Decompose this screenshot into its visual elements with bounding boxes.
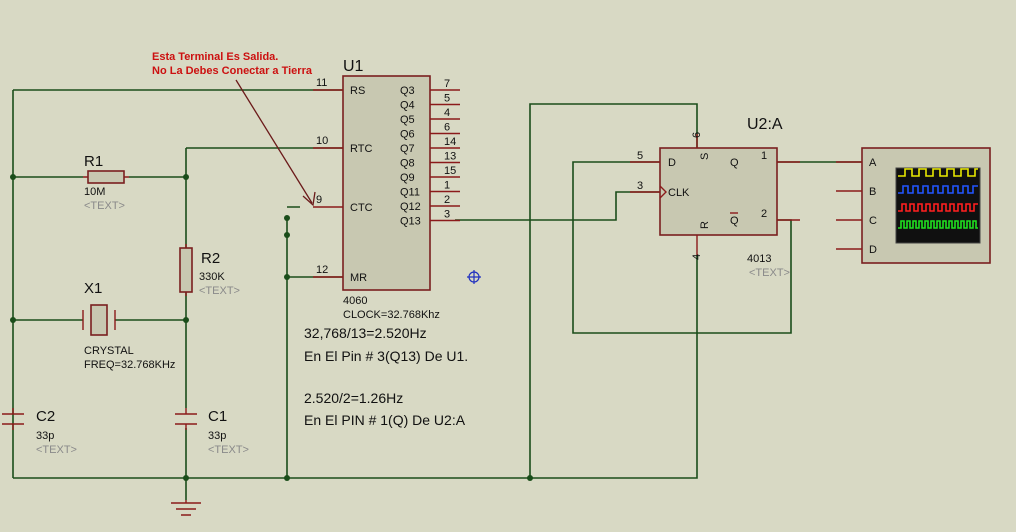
- r2-ref: R2: [201, 250, 220, 267]
- calc-notes: 32,768/13=2.520Hz En El Pin # 3(Q13) De …: [304, 325, 468, 428]
- c2-text: <TEXT>: [36, 444, 77, 456]
- u2-pin-d-num: 5: [637, 150, 643, 162]
- u2-part: 4013: [747, 253, 771, 265]
- r1-value: 10M: [84, 186, 105, 198]
- wire-mr: [286, 206, 343, 478]
- ground-symbol[interactable]: [171, 500, 201, 516]
- u1-pin-label: Q7: [400, 143, 415, 155]
- u1-pin-number: 4: [444, 107, 450, 119]
- u1-pin-label: Q5: [400, 114, 415, 126]
- u1-clock: CLOCK=32.768Khz: [343, 309, 440, 321]
- u1-pin-number: 12: [316, 264, 328, 276]
- u1-pin-number: 14: [444, 136, 456, 148]
- c2-value: 33p: [36, 430, 54, 442]
- u2-pin-clk: CLK: [668, 187, 690, 199]
- scope-ch-c: C: [869, 215, 877, 227]
- resistor-r2[interactable]: R2 330K <TEXT>: [179, 244, 240, 297]
- c2-ref: C2: [36, 408, 55, 425]
- annotation-line1: Esta Terminal Es Salida.: [152, 51, 278, 63]
- u1-pin-number: 2: [444, 194, 450, 206]
- u1-pin-number: 7: [444, 78, 450, 90]
- u2-pin-q-num: 1: [761, 150, 767, 162]
- annotation-line2: No La Debes Conectar a Tierra: [152, 65, 313, 77]
- u1-pin-label: Q11: [400, 187, 420, 199]
- ic-u2a[interactable]: U2:A 4013 <TEXT> D CLK Q Q S R 5 3 6 4 1…: [630, 116, 800, 279]
- scope-ch-b: B: [869, 186, 876, 198]
- u1-pin-label: Q8: [400, 158, 415, 170]
- u2-text: <TEXT>: [749, 267, 790, 279]
- scope-ch-a: A: [869, 157, 877, 169]
- u2-ref: U2:A: [747, 116, 783, 133]
- u1-pin-number: 11: [316, 77, 327, 89]
- u2-pin-d: D: [668, 157, 676, 169]
- u2-pin-r-num: 4: [691, 254, 703, 260]
- u2-pin-s-num: 6: [691, 132, 703, 138]
- x1-type: CRYSTAL: [84, 345, 134, 357]
- r1-text: <TEXT>: [84, 200, 125, 212]
- annotation-arrow: [235, 79, 313, 204]
- annotation-arrowhead: [302, 191, 316, 207]
- c1-value: 33p: [208, 430, 226, 442]
- wire-set: [529, 103, 698, 478]
- ic-u1[interactable]: U1 4060 CLOCK=32.768Khz 11RS10RTC9CTC12M…: [313, 58, 460, 321]
- u2-pin-qn-num: 2: [761, 208, 767, 220]
- r2-text: <TEXT>: [199, 285, 240, 297]
- u2-pin-q: Q: [730, 157, 739, 169]
- u1-pin-label: Q12: [400, 201, 421, 213]
- u1-pin-number: 13: [444, 151, 456, 163]
- u2-pin-s: S: [699, 153, 711, 160]
- annotation: Esta Terminal Es Salida. No La Debes Con…: [152, 51, 316, 207]
- u1-pin-label: Q9: [400, 172, 415, 184]
- u1-ref: U1: [343, 58, 364, 75]
- u1-part: 4060: [343, 295, 367, 307]
- crystal-x1[interactable]: X1 CRYSTAL FREQ=32.768KHz: [82, 280, 175, 371]
- c1-text: <TEXT>: [208, 444, 249, 456]
- r2-value: 330K: [199, 271, 225, 283]
- scope-ch-d: D: [869, 244, 877, 256]
- u1-pin-number: 9: [316, 194, 322, 206]
- x1-ref: X1: [84, 280, 102, 297]
- scope-trace: [898, 220, 978, 229]
- note-line1: 32,768/13=2.520Hz: [304, 325, 427, 341]
- r1-ref: R1: [84, 153, 103, 170]
- u1-pin-label: MR: [350, 272, 367, 284]
- scope-trace: [898, 168, 978, 177]
- note-line2: En El Pin # 3(Q13) De U1.: [304, 348, 468, 364]
- u1-pin-number: 3: [444, 209, 450, 221]
- u1-pin-number: 6: [444, 122, 450, 134]
- x1-freq: FREQ=32.768KHz: [84, 359, 175, 371]
- u1-pin-number: 15: [444, 165, 456, 177]
- crosshair-icon: [467, 270, 481, 284]
- capacitor-c2[interactable]: C2 33p <TEXT>: [2, 408, 77, 456]
- c1-ref: C1: [208, 408, 227, 425]
- u1-pin-label: Q4: [400, 100, 415, 112]
- u2-pin-qn: Q: [730, 215, 739, 227]
- resistor-r1[interactable]: R1 10M <TEXT>: [83, 153, 129, 212]
- u1-pin-number: 5: [444, 93, 450, 105]
- note-line3: 2.520/2=1.26Hz: [304, 390, 403, 406]
- u1-pin-label: RTC: [350, 143, 372, 155]
- u1-pin-number: 1: [444, 180, 450, 192]
- u1-pin-label: RS: [350, 85, 365, 97]
- wire-q13-clk: [455, 191, 660, 221]
- capacitor-c1[interactable]: C1 33p <TEXT>: [175, 408, 249, 456]
- wire-reset: [530, 255, 698, 479]
- u1-pin-label: Q6: [400, 129, 415, 141]
- u1-pin-label: CTC: [350, 202, 373, 214]
- oscilloscope[interactable]: A B C D: [836, 147, 991, 264]
- note-line4: En El PIN # 1(Q) De U2:A: [304, 412, 466, 428]
- u1-pin-label: Q3: [400, 85, 415, 97]
- u2-pin-r: R: [699, 221, 711, 229]
- junctions: [10, 174, 533, 481]
- u2-pin-clk-num: 3: [637, 180, 643, 192]
- u1-pin-label: Q13: [400, 216, 421, 228]
- scope-trace: [898, 203, 978, 212]
- scope-trace: [898, 185, 978, 194]
- scope-traces: [898, 168, 978, 229]
- u1-pin-number: 10: [316, 135, 328, 147]
